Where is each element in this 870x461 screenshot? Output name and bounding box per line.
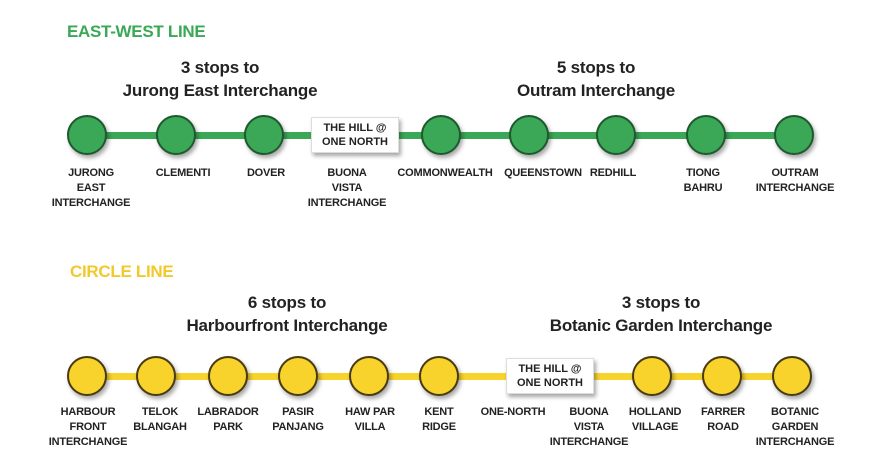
ew-station-marker[interactable]	[509, 115, 549, 155]
cc-direction-east-count: 3 stops to	[621, 293, 701, 312]
ew-station-label: OUTRAM INTERCHANGE	[755, 167, 835, 194]
cc-direction-west-dest: Harbourfront Interchange	[186, 316, 388, 335]
cc-station-marker[interactable]	[772, 356, 812, 396]
cc-station-label: HARBOUR FRONT INTERCHANGE	[48, 406, 128, 448]
cc-station-label: LABRADOR PARK	[197, 406, 259, 433]
ew-station-label: COMMONWEALTH	[397, 167, 493, 179]
ew-station-label: JURONG EAST INTERCHANGE	[51, 167, 131, 209]
cc-station-marker[interactable]	[349, 356, 389, 396]
ew-direction-east-dest: Outram Interchange	[517, 81, 675, 100]
cc-station-label: FARRER ROAD	[700, 406, 746, 433]
cc-direction-east-dest: Botanic Garden Interchange	[549, 316, 773, 335]
ew-station-marker[interactable]	[244, 115, 284, 155]
cc-line-title: CIRCLE LINE	[70, 262, 174, 281]
ew-station-marker[interactable]	[421, 115, 461, 155]
ew-station-label: BUONA VISTA INTERCHANGE	[307, 167, 387, 209]
cc-station-marker[interactable]	[136, 356, 176, 396]
ew-station-marker[interactable]	[596, 115, 636, 155]
ew-direction-east-count: 5 stops to	[556, 58, 636, 77]
ew-station-label: REDHILL	[589, 167, 637, 179]
cc-station-marker[interactable]	[278, 356, 318, 396]
cc-station-label: HOLLAND VILLAGE	[628, 406, 682, 433]
cc-station-label: BOTANIC GARDEN INTERCHANGE	[755, 406, 835, 448]
ew-direction-west: 3 stops to Jurong East Interchange	[123, 56, 318, 102]
ew-direction-west-count: 3 stops to	[180, 58, 260, 77]
cc-station-label: ONE-NORTH	[480, 406, 546, 418]
cc-station-label: HAW PAR VILLA	[345, 406, 395, 433]
ew-station-label: TIONG BAHRU	[683, 167, 723, 194]
ew-station-label: CLEMENTI	[155, 167, 211, 179]
cc-station-label: BUONA VISTA INTERCHANGE	[549, 406, 629, 448]
cc-station-marker[interactable]	[632, 356, 672, 396]
ew-station-marker[interactable]	[774, 115, 814, 155]
cc-direction-west-count: 6 stops to	[247, 293, 327, 312]
ew-station-marker[interactable]	[156, 115, 196, 155]
ew-station-label: DOVER	[246, 167, 286, 179]
cc-station-label: KENT RIDGE	[422, 406, 456, 433]
ew-station-marker[interactable]	[67, 115, 107, 155]
ew-landmark-the-hill: THE HILL @ ONE NORTH	[311, 117, 399, 153]
ew-direction-west-dest: Jurong East Interchange	[122, 81, 318, 100]
cc-direction-west: 6 stops to Harbourfront Interchange	[186, 291, 387, 337]
cc-station-marker[interactable]	[67, 356, 107, 396]
ew-station-marker[interactable]	[686, 115, 726, 155]
cc-landmark-the-hill: THE HILL @ ONE NORTH	[506, 358, 594, 394]
ew-line-title: EAST-WEST LINE	[67, 22, 206, 41]
cc-station-marker[interactable]	[702, 356, 742, 396]
cc-station-label: TELOK BLANGAH	[133, 406, 187, 433]
cc-station-label: PASIR PANJANG	[272, 406, 324, 433]
cc-direction-east: 3 stops to Botanic Garden Interchange	[549, 291, 773, 337]
cc-station-marker[interactable]	[208, 356, 248, 396]
ew-direction-east: 5 stops to Outram Interchange	[517, 56, 675, 102]
cc-station-marker[interactable]	[419, 356, 459, 396]
ew-station-label: QUEENSTOWN	[504, 167, 582, 179]
